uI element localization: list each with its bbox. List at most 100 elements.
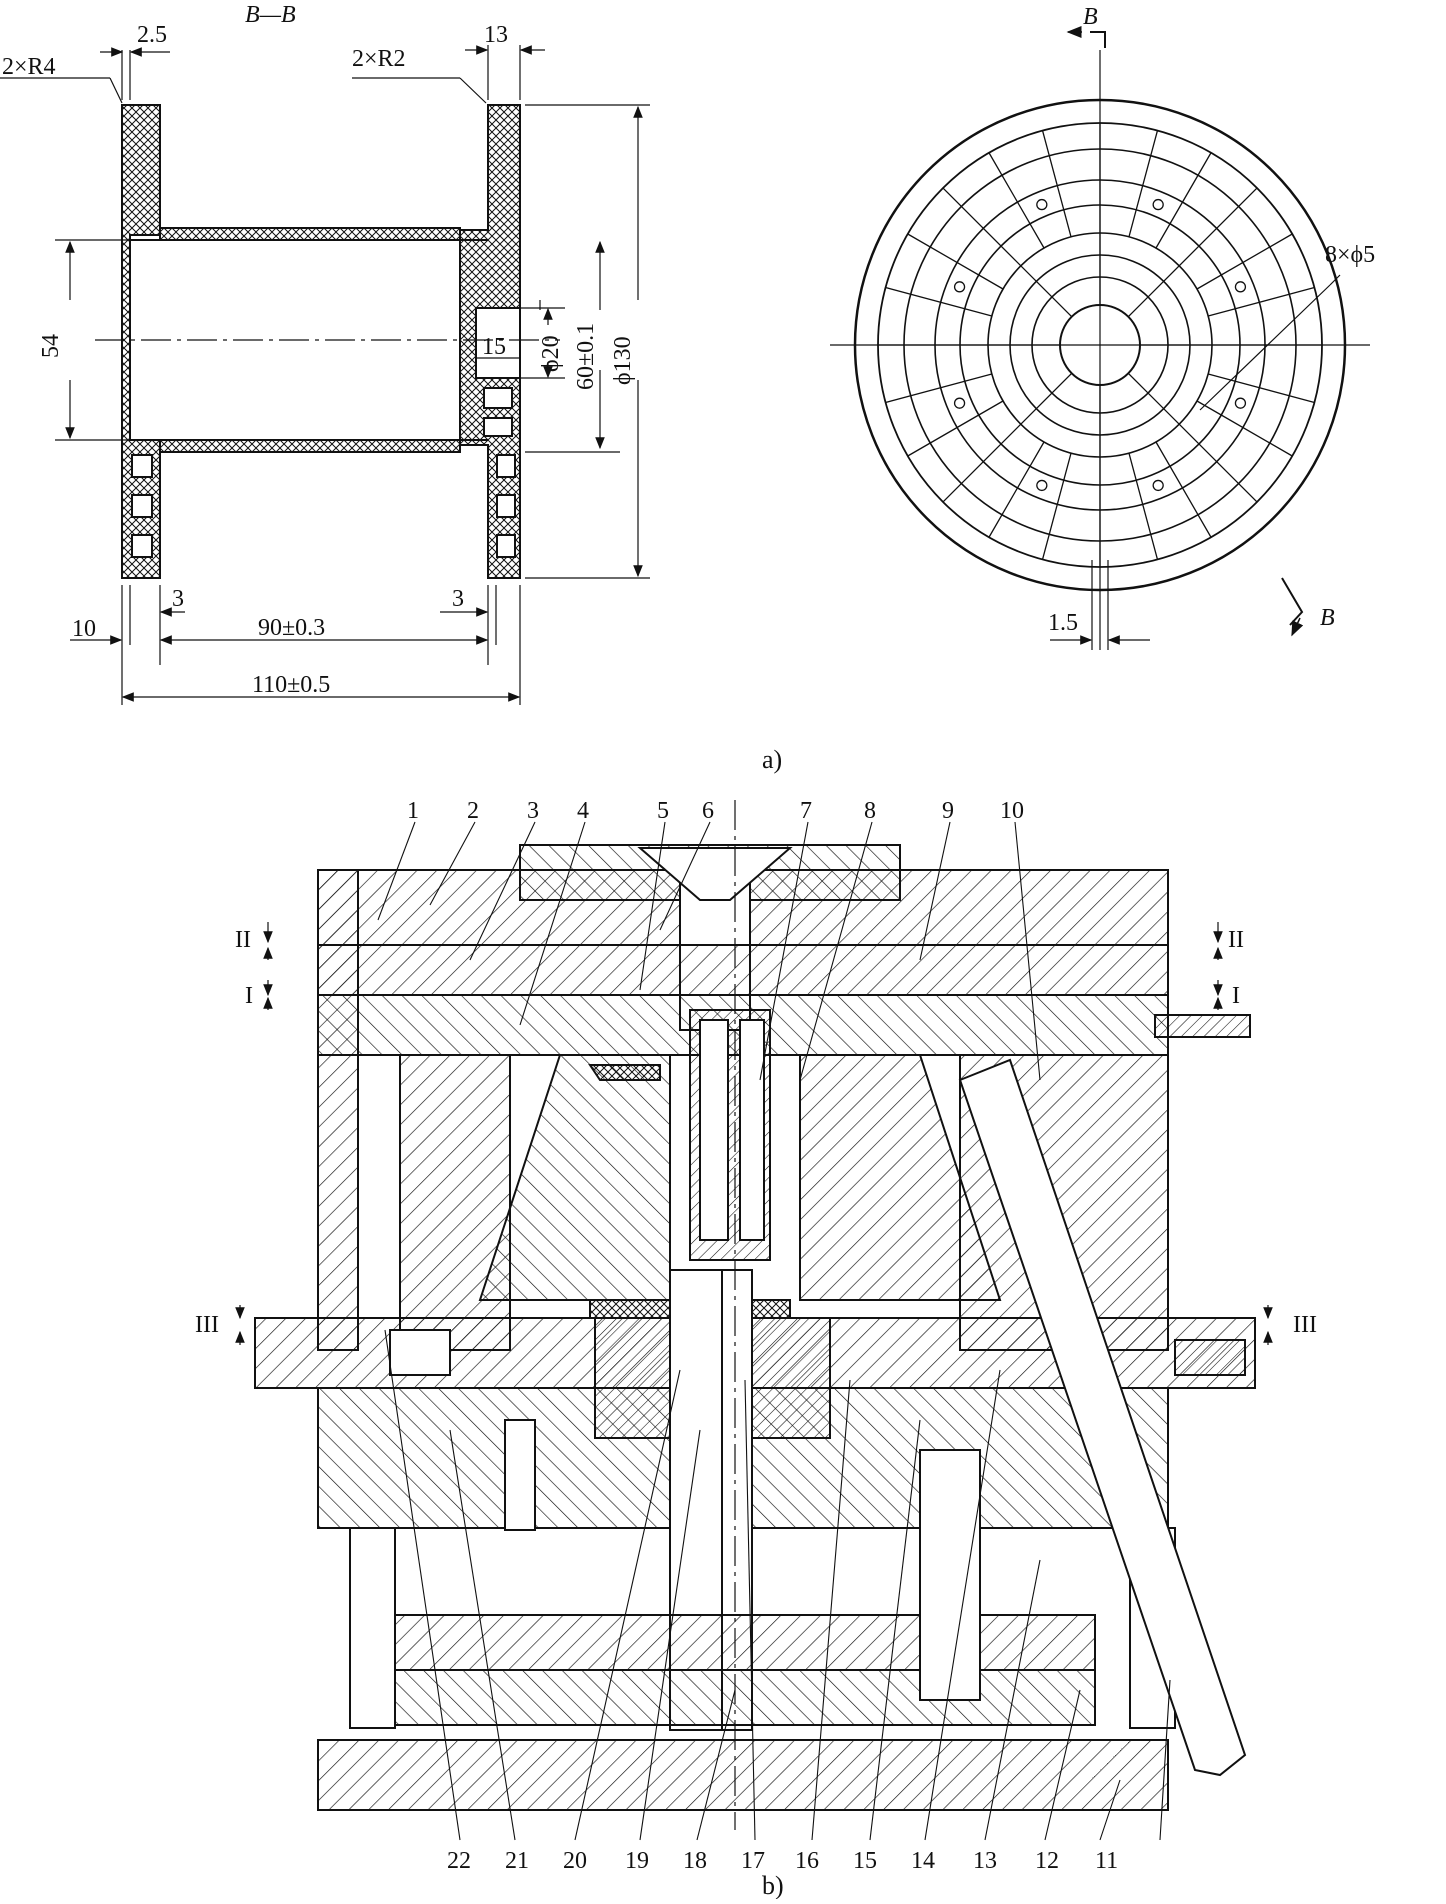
part-label-5: 5 xyxy=(657,798,669,824)
end-view-rib xyxy=(1208,373,1315,404)
part-label-3: 3 xyxy=(527,798,539,824)
part-label-1: 1 xyxy=(407,798,419,824)
parting-right-i: I xyxy=(1232,983,1240,1009)
part-label-7: 7 xyxy=(800,798,812,824)
part-label-16: 16 xyxy=(795,1848,819,1874)
parting-left-i: I xyxy=(245,983,253,1009)
dim-110: 110±0.5 xyxy=(252,672,330,698)
end-view-rib xyxy=(1041,130,1072,237)
end-view-rib xyxy=(907,233,1004,290)
dim-phi130: ϕ130 xyxy=(610,336,636,385)
part-label-6: 6 xyxy=(702,798,714,824)
dim-2-5: 2.5 xyxy=(137,22,167,48)
caption-b: b) xyxy=(762,1871,784,1899)
end-b-bottom: B xyxy=(1320,605,1335,631)
end-view-rib xyxy=(942,187,1073,318)
end-view-hole xyxy=(1152,479,1164,492)
part-label-4: 4 xyxy=(577,798,589,824)
end-view-rib xyxy=(1128,130,1159,237)
section-dimensions xyxy=(0,45,650,705)
section-view-bb xyxy=(95,104,560,579)
end-view-rib xyxy=(988,152,1045,249)
water-fitting-top xyxy=(1154,1014,1251,1038)
end-view xyxy=(830,26,1370,650)
return-pin-left xyxy=(504,1419,536,1531)
part-label-14: 14 xyxy=(911,1848,935,1874)
part-label-19: 19 xyxy=(625,1848,649,1874)
end-view-rib xyxy=(1127,372,1258,503)
part-label-18: 18 xyxy=(683,1848,707,1874)
dim-90: 90±0.3 xyxy=(258,615,325,641)
bottom-clamp-plate xyxy=(317,1739,1169,1811)
part-label-22: 22 xyxy=(447,1848,471,1874)
mold-assembly xyxy=(254,800,1256,1830)
part-label-2: 2 xyxy=(467,798,479,824)
right-slide xyxy=(799,1054,1002,1301)
part-label-15: 15 xyxy=(853,1848,877,1874)
end-view-rib xyxy=(1208,286,1315,317)
ejector-plate xyxy=(394,1669,1096,1726)
spacer-left xyxy=(349,1527,396,1729)
section-labels: B—B 2×R4 2.5 2×R2 13 54 15 ϕ20 60±0.1 ϕ1… xyxy=(2,2,636,698)
part-label-13: 13 xyxy=(973,1848,997,1874)
end-view-rib xyxy=(1196,400,1293,457)
dim-60: 60±0.1 xyxy=(573,323,599,390)
part-label-10: 10 xyxy=(1000,798,1024,824)
dim-10: 10 xyxy=(72,616,96,642)
dim-54: 54 xyxy=(38,334,64,358)
bottom-part-labels: 22 21 20 19 18 17 16 15 14 13 12 11 xyxy=(447,1848,1118,1874)
part-label-9: 9 xyxy=(942,798,954,824)
plate-3 xyxy=(317,944,1169,996)
parting-right-ii: II xyxy=(1228,927,1244,953)
dim-15: 15 xyxy=(482,334,506,360)
ejector-retainer-plate xyxy=(394,1614,1096,1671)
part-label-12: 12 xyxy=(1035,1848,1059,1874)
end-view-rib xyxy=(988,441,1045,538)
caption-a: a) xyxy=(762,745,782,774)
tube-lower-wall xyxy=(159,439,461,453)
end-view-rib xyxy=(1196,233,1293,290)
dim-2xr4: 2×R4 xyxy=(2,54,56,80)
top-part-labels: 1 2 3 4 5 6 7 8 9 10 xyxy=(407,798,1024,824)
end-view-hole xyxy=(953,281,966,293)
part-label-20: 20 xyxy=(563,1848,587,1874)
part-label-8: 8 xyxy=(864,798,876,824)
parting-markers xyxy=(235,922,1273,1345)
dim-3-left: 3 xyxy=(172,586,184,612)
guide-bush xyxy=(389,1329,451,1376)
parting-right-iii: III xyxy=(1293,1312,1317,1338)
end-view-rib xyxy=(907,400,1004,457)
end-view-rib xyxy=(1041,453,1072,560)
end-b-top: B xyxy=(1083,4,1098,30)
dim-2xr2: 2×R2 xyxy=(352,46,406,72)
end-view-hole xyxy=(1152,198,1164,211)
end-view-rib xyxy=(942,372,1073,503)
end-view-labels: B B 8×ϕ5 1.5 xyxy=(1048,4,1375,636)
parting-left-iii: III xyxy=(195,1312,219,1338)
left-wall xyxy=(317,869,359,1351)
leader-lines xyxy=(377,821,1171,1841)
dim-13: 13 xyxy=(484,22,508,48)
end-view-rib xyxy=(1155,441,1212,538)
parting-left-ii: II xyxy=(235,927,251,953)
end-view-hole xyxy=(1234,397,1247,409)
end-view-rib xyxy=(1128,453,1159,560)
dim-3-right: 3 xyxy=(452,586,464,612)
end-view-rib xyxy=(1127,187,1258,318)
section-title: B—B xyxy=(245,2,296,28)
end-dim-1-5: 1.5 xyxy=(1048,610,1078,636)
left-block xyxy=(399,1054,511,1351)
part-label-21: 21 xyxy=(505,1848,529,1874)
water-fitting-bottom xyxy=(1174,1339,1246,1376)
parting-labels: II I II I III III xyxy=(195,927,1317,1338)
tube-upper-wall xyxy=(159,227,461,241)
end-view-rib xyxy=(885,373,992,404)
end-view-rib xyxy=(885,286,992,317)
dim-phi20: ϕ20 xyxy=(538,335,564,372)
end-view-hole xyxy=(1036,198,1048,211)
end-view-hole xyxy=(1036,479,1048,492)
part-label-11: 11 xyxy=(1095,1848,1118,1874)
part-label-17: 17 xyxy=(741,1848,765,1874)
